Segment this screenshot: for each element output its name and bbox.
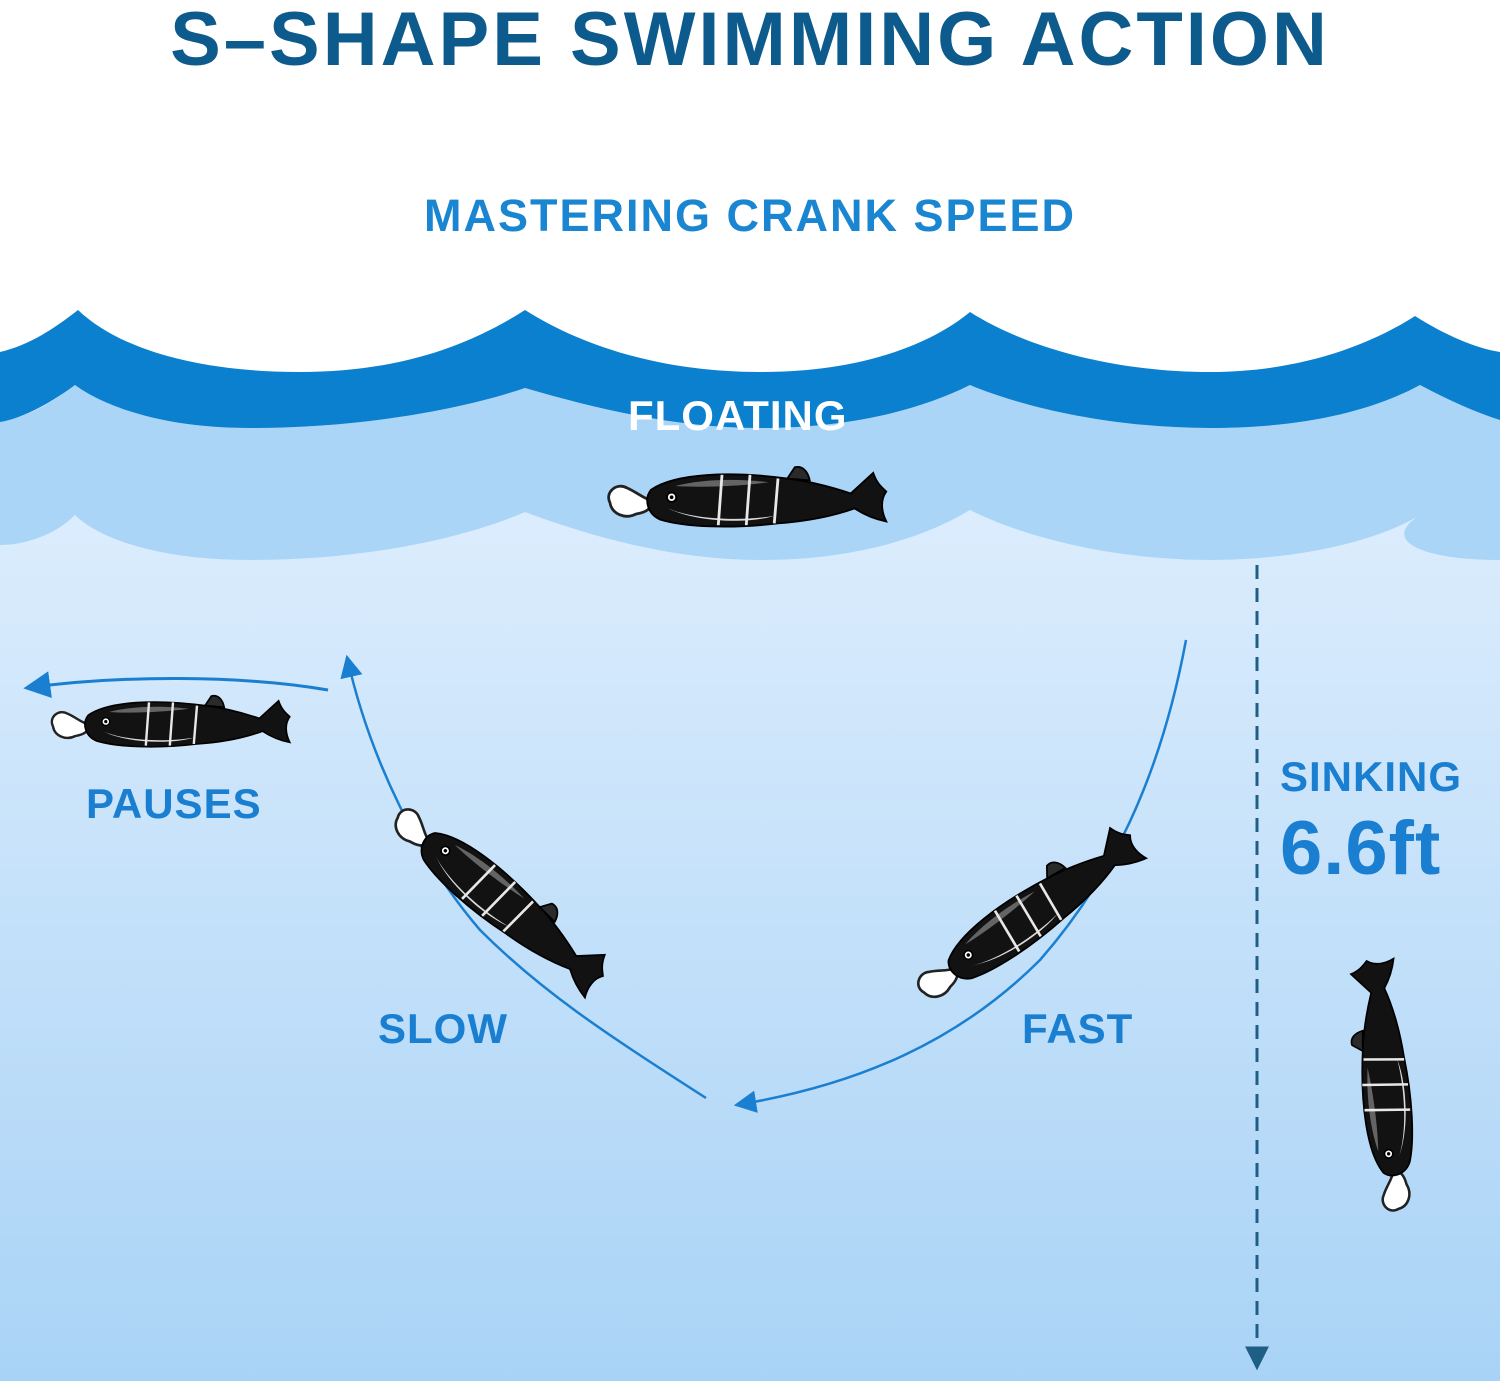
floating-lure-icon <box>607 465 888 528</box>
label-sinking: SINKING <box>1280 753 1463 800</box>
label-floating: FLOATING <box>628 392 848 439</box>
slow-rise-arrow <box>340 654 707 1100</box>
deep-water <box>0 500 1500 1381</box>
label-fast: FAST <box>1022 1005 1134 1052</box>
pause-arrow <box>23 671 329 699</box>
label-slow: SLOW <box>378 1005 508 1052</box>
subtitle: MASTERING CRANK SPEED <box>423 190 1077 241</box>
wave-surface-dark <box>0 310 1500 428</box>
fast-dive-arrow <box>733 639 1188 1113</box>
pausing-lure-icon <box>50 694 291 748</box>
page-title: S–SHAPE SWIMMING ACTION <box>170 0 1330 82</box>
wave-band-light <box>0 385 1500 560</box>
label-depth: 6.6ft <box>1280 806 1442 891</box>
label-pauses: PAUSES <box>86 780 262 827</box>
